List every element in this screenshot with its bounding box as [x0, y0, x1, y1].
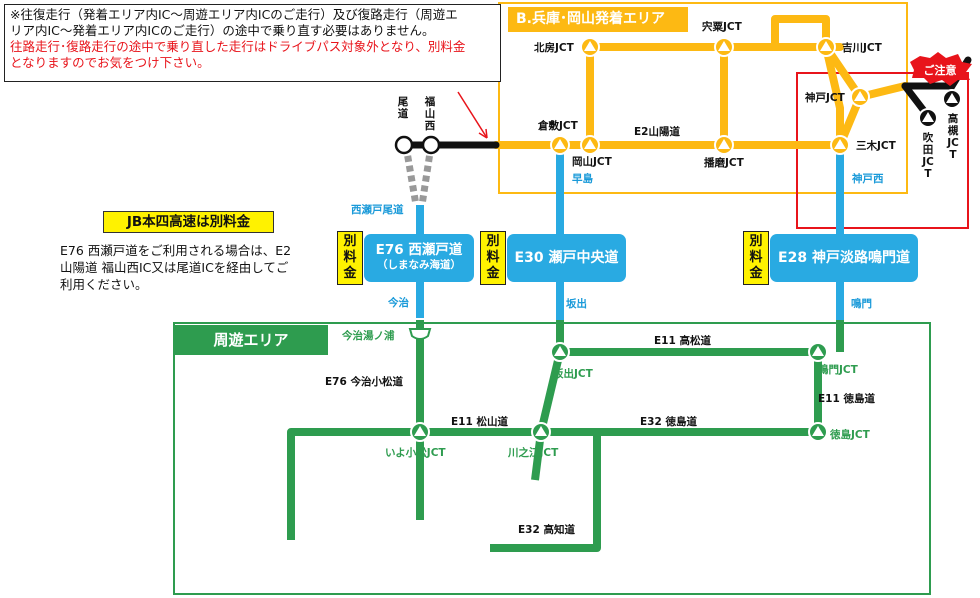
onomichi-label: 尾道 [397, 96, 409, 120]
warning-line: 往路走行･復路走行の途中で乗り直した走行はドライブパス対象外となり、別料金 [10, 39, 466, 54]
separate-fee-badge: 別料金 [480, 231, 506, 285]
iyo-komatsu-jct-label: いよ小松JCT [385, 447, 446, 459]
jb-note-line: 山陽道 福山西IC又は尾道ICを経由してご [60, 260, 289, 275]
imabari-yunoura-label: 今治湯ノ浦 [342, 330, 395, 342]
kitafusa-jct-label: 北房JCT [534, 42, 574, 54]
separate-fee-label: 別料金 [749, 234, 763, 281]
hub-area-frame [498, 2, 908, 194]
tokushima-jct-label: 徳島JCT [830, 429, 870, 441]
separate-fee-label: 別料金 [486, 234, 500, 281]
jb-note-line: E76 西瀬戸道をご利用される場合は、E2 [60, 243, 292, 258]
nishiseto-onomichi-label: 西瀬戸尾道 [351, 204, 404, 216]
jb-honshi-title: JB本四高速は別料金 [103, 211, 274, 233]
hayashima-label: 早島 [572, 173, 593, 185]
osaka-junctions [918, 89, 962, 128]
naruto-label: 鳴門 [851, 298, 872, 310]
caution-badge: ご注意 [906, 56, 974, 82]
naruto-jct-label: 鳴門JCT [818, 364, 858, 376]
e28-box: E28 神戸淡路鳴門道 [770, 234, 918, 282]
hub-area-title: B.兵庫･岡山発着エリア [508, 7, 688, 32]
notice-box: ※往復走行（発着エリア内IC～周遊エリア内ICのご走行）及び復路走行（周遊エ リ… [4, 4, 501, 82]
e30-box: E30 瀬戸中央道 [507, 234, 626, 282]
e76-imabari-komatsu-label: E76 今治小松道 [325, 376, 403, 388]
caution-burst-icon [910, 52, 972, 86]
yokawa-jct-label: 吉川JCT [842, 42, 882, 54]
e76-name: E76 西瀬戸道 [375, 242, 463, 258]
separate-fee-badge: 別料金 [743, 231, 769, 285]
nishiseto-connector [402, 145, 435, 206]
jb-honshi-note: E76 西瀬戸道をご利用される場合は、E2 山陽道 福山西IC又は尾道ICを経由… [60, 242, 300, 293]
kawanoe-jct-label: 川之江JCT [508, 447, 559, 459]
e11-matsuyama-label: E11 松山道 [451, 416, 508, 428]
imabari-yunoura-marker [408, 328, 432, 340]
onomichi-ic-marker [394, 135, 414, 155]
kobe-jct-label: 神戸JCT [805, 92, 845, 104]
e11-tokushima-label: E11 徳島道 [818, 393, 875, 405]
fukuyama-nishi-ic-marker [421, 135, 441, 155]
miki-jct-label: 三木JCT [856, 140, 896, 152]
warning-line: となりますのでお気をつけ下さい。 [10, 55, 210, 70]
jb-note-line: 利用ください。 [60, 277, 148, 292]
e76-box: E76 西瀬戸道 （しまなみ海道） [364, 234, 474, 282]
e32-kochi-label: E32 高知道 [518, 524, 575, 536]
e11-takamatsu-label: E11 高松道 [654, 335, 711, 347]
shuyu-area-frame [173, 322, 931, 595]
kurashiki-jct-label: 倉敷JCT [538, 120, 578, 132]
kobe-nishi-label: 神戸西 [852, 173, 884, 185]
e2-sanyo-label: E2山陽道 [634, 126, 680, 138]
e76-subname: （しまなみ海道） [377, 259, 461, 271]
shuyu-area-title: 周遊エリア [174, 325, 328, 355]
separate-fee-badge: 別料金 [337, 231, 363, 285]
shuyu-junctions [410, 342, 828, 442]
harima-jct-label: 播磨JCT [704, 157, 744, 169]
shiso-jct-label: 宍粟JCT [702, 21, 742, 33]
e32-tokushima-label: E32 徳島道 [640, 416, 697, 428]
caution-label: ご注意 [923, 64, 957, 77]
suita-jct-label: 吹田JCT [922, 132, 934, 180]
imabari-label: 今治 [388, 297, 409, 309]
caution-area-frame [796, 72, 969, 229]
shuyu-area-roads [287, 320, 844, 552]
separate-fee-label: 別料金 [343, 234, 357, 281]
sakaide-jct-label: 坂出JCT [553, 368, 593, 380]
notice-line: ※往復走行（発着エリア内IC～周遊エリア内ICのご走行）及び復路走行（周遊エ [10, 7, 458, 22]
takatsuki-jct-label: 高槻JCT [947, 113, 959, 161]
caution-arrow-icon [457, 91, 488, 139]
hub-junctions [550, 37, 870, 155]
notice-line: リア内IC～発着エリア内ICのご走行）の途中で乗り直す必要はありません。 [10, 23, 435, 38]
sakaide-label: 坂出 [566, 298, 587, 310]
okayama-jct-label: 岡山JCT [572, 156, 612, 168]
fukuyama-nishi-label: 福山西 [424, 96, 436, 132]
